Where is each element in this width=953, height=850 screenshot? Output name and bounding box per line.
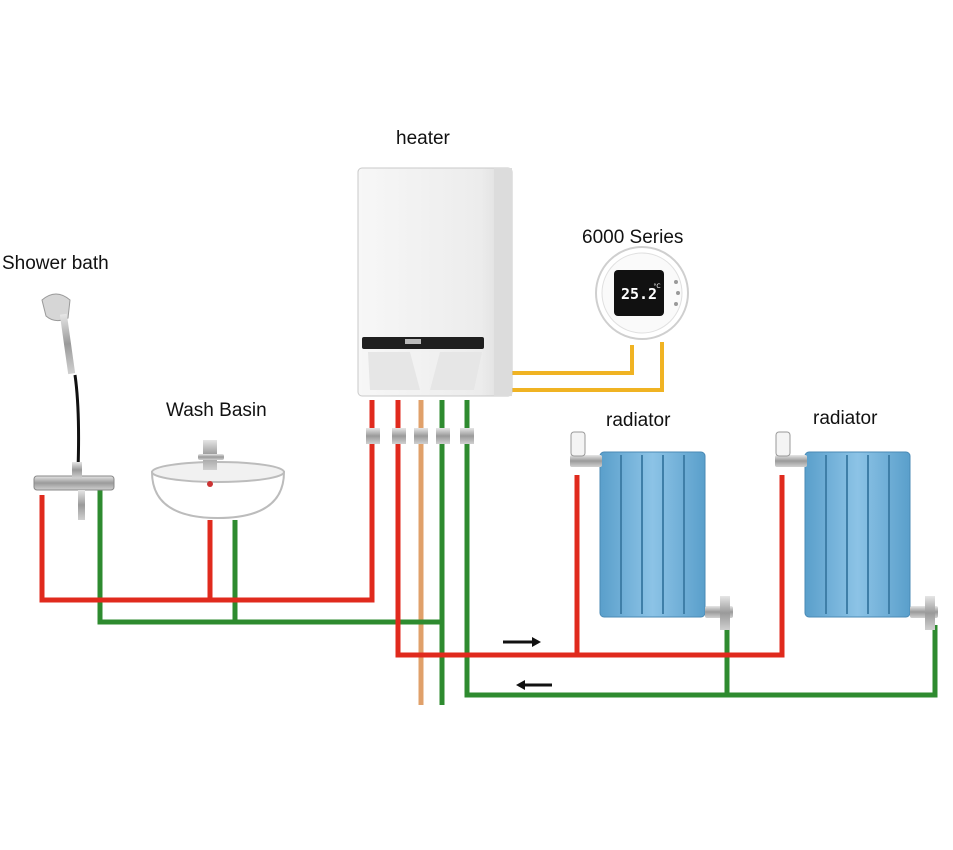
radiator-1-valve-top xyxy=(570,431,602,467)
label-wash-basin: Wash Basin xyxy=(166,400,267,421)
wash-basin xyxy=(150,440,286,520)
label-thermostat: 6000 Series xyxy=(582,227,684,248)
shower-mixer xyxy=(33,475,115,491)
label-shower-bath: Shower bath xyxy=(2,253,109,274)
thermostat-temperature: 25.2 xyxy=(621,285,657,303)
flow-pipe-shower xyxy=(39,400,375,603)
flow-pipes xyxy=(39,400,785,658)
label-radiator-1: radiator xyxy=(606,410,671,431)
label-radiator-2: radiator xyxy=(813,408,878,429)
thermostat: 25.2 °C xyxy=(595,246,689,340)
shower-hose xyxy=(73,374,81,471)
shower-head-icon xyxy=(41,293,71,322)
return-pipes xyxy=(97,400,938,705)
heater-boiler xyxy=(357,167,513,444)
radiator-2-valve-bottom xyxy=(910,596,938,630)
radiator-1 xyxy=(570,431,733,630)
radiator-2 xyxy=(775,431,938,630)
label-heater: heater xyxy=(396,128,450,149)
heater-control-strip xyxy=(362,337,484,349)
flow-pipe-radiator-main xyxy=(395,400,785,658)
return-pipe-shower xyxy=(97,490,442,625)
control-wire-1 xyxy=(512,345,634,375)
flow-arrow-left xyxy=(516,680,552,690)
control-wire-2 xyxy=(512,342,664,392)
radiator-2-valve-top xyxy=(775,431,807,467)
return-pipe-radiator-main xyxy=(464,400,938,698)
thermostat-unit: °C xyxy=(653,283,660,290)
shower-bath xyxy=(33,293,115,520)
heater-valves xyxy=(366,428,474,444)
thermostat-screen xyxy=(614,270,664,316)
flow-arrow-right xyxy=(503,637,541,647)
control-wires xyxy=(512,342,664,392)
radiator-1-valve-bottom xyxy=(705,596,733,630)
